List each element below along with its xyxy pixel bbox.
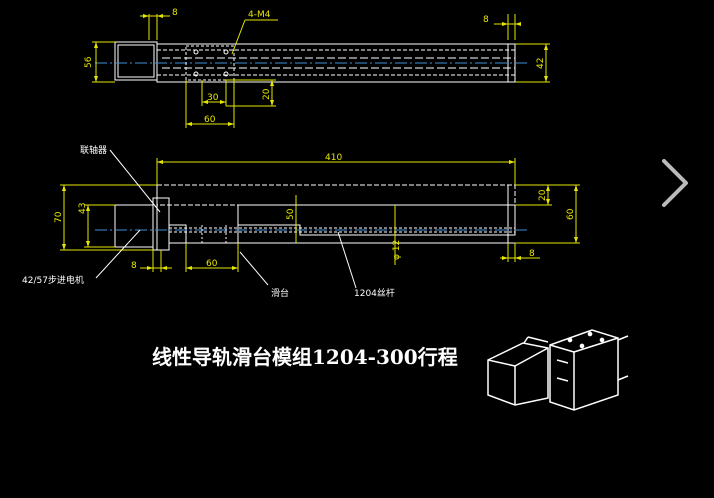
dim-50: 50 bbox=[286, 208, 296, 220]
dim-20: 20 bbox=[262, 88, 272, 100]
top-slider bbox=[185, 45, 235, 81]
front-rail-top bbox=[156, 184, 516, 206]
top-view: 8 4-M4 8 56 42 30 20 60 bbox=[84, 8, 550, 128]
front-rail-outline bbox=[168, 204, 516, 244]
dim-56: 56 bbox=[84, 56, 94, 68]
drawing-title: 线性导轨滑台模组1204-300行程 bbox=[152, 345, 458, 369]
dim-8-left: 8 bbox=[131, 261, 137, 271]
dim-60-right: 60 bbox=[566, 208, 576, 220]
label-slider: 滑台 bbox=[271, 287, 289, 299]
dim-8-right: 8 bbox=[483, 15, 489, 25]
top-hole-2 bbox=[223, 49, 229, 55]
chevron-right-icon[interactable] bbox=[656, 155, 696, 211]
top-motor-inner bbox=[117, 44, 155, 78]
label-coupling: 联轴器 bbox=[80, 144, 107, 156]
dim-8-top: 8 bbox=[172, 8, 178, 18]
top-hole-1 bbox=[193, 49, 199, 55]
top-hole-4 bbox=[223, 71, 229, 77]
dim-60-top: 60 bbox=[204, 115, 216, 125]
label-motor: 42/57步进电机 bbox=[22, 274, 84, 286]
dim-70: 70 bbox=[54, 211, 64, 223]
dim-20-right: 20 bbox=[538, 189, 548, 201]
dim-thread: 4-M4 bbox=[248, 10, 271, 20]
front-view: 410 20 60 70 43 50 φ 12 8 60 8 联轴器 42/57… bbox=[22, 144, 580, 299]
front-motor bbox=[114, 204, 154, 248]
module-3d-preview bbox=[487, 329, 629, 411]
label-screw: 1204丝杆 bbox=[354, 287, 395, 299]
top-motor-block bbox=[114, 41, 158, 81]
dim-8-right-bottom: 8 bbox=[529, 249, 535, 259]
dim-60-bottom: 60 bbox=[206, 259, 218, 269]
dim-410: 410 bbox=[325, 153, 342, 163]
dim-30: 30 bbox=[207, 93, 219, 103]
dim-12: φ 12 bbox=[392, 240, 402, 260]
top-hole-3 bbox=[193, 71, 199, 77]
dim-43: 43 bbox=[78, 203, 88, 214]
dim-42: 42 bbox=[536, 58, 546, 69]
